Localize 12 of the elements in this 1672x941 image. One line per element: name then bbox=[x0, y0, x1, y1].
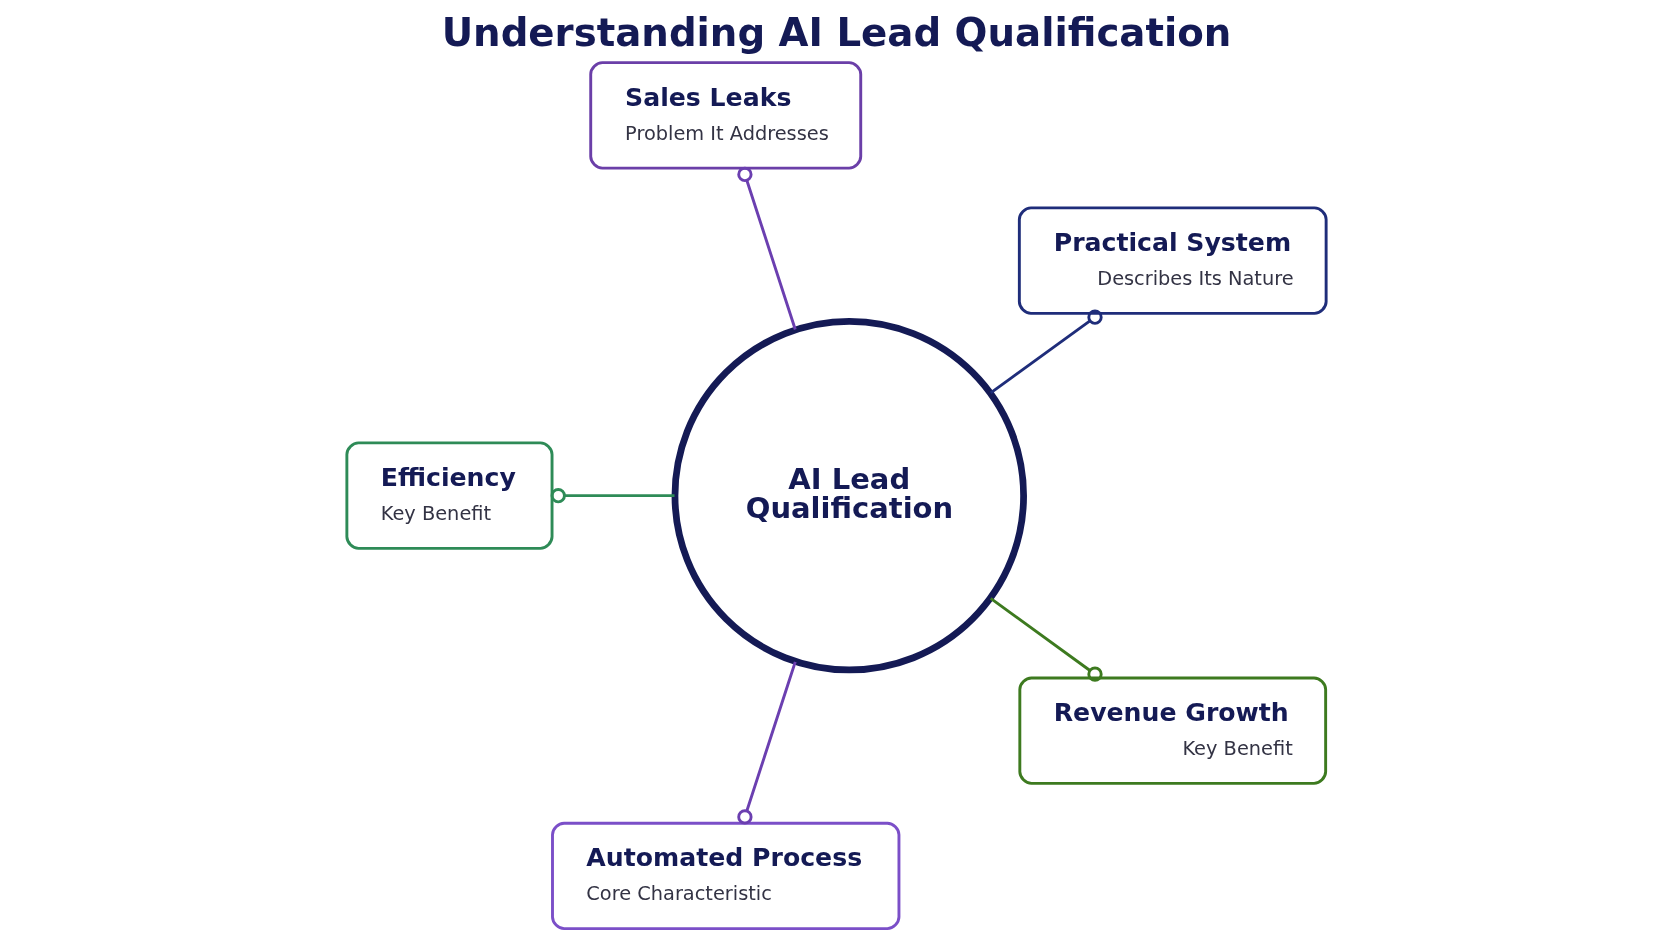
connector bbox=[989, 597, 1103, 682]
node-circle: AI Lead Qualification bbox=[671, 317, 1027, 674]
connector bbox=[736, 166, 797, 330]
node-box: Efficiency Key Benefit bbox=[344, 441, 553, 550]
diagram-title: Understanding AI Lead Qualification bbox=[441, 10, 1231, 56]
node-box: Sales Leaks Problem It Addresses bbox=[588, 61, 862, 170]
node-box: Practical System Describes Its Nature bbox=[1017, 206, 1328, 315]
node-box: Revenue Growth Key Benefit bbox=[1017, 676, 1327, 785]
node-box: Automated Process Core Characteristic bbox=[550, 821, 900, 931]
connector bbox=[736, 661, 797, 825]
connector bbox=[989, 309, 1103, 395]
connector bbox=[550, 488, 674, 504]
